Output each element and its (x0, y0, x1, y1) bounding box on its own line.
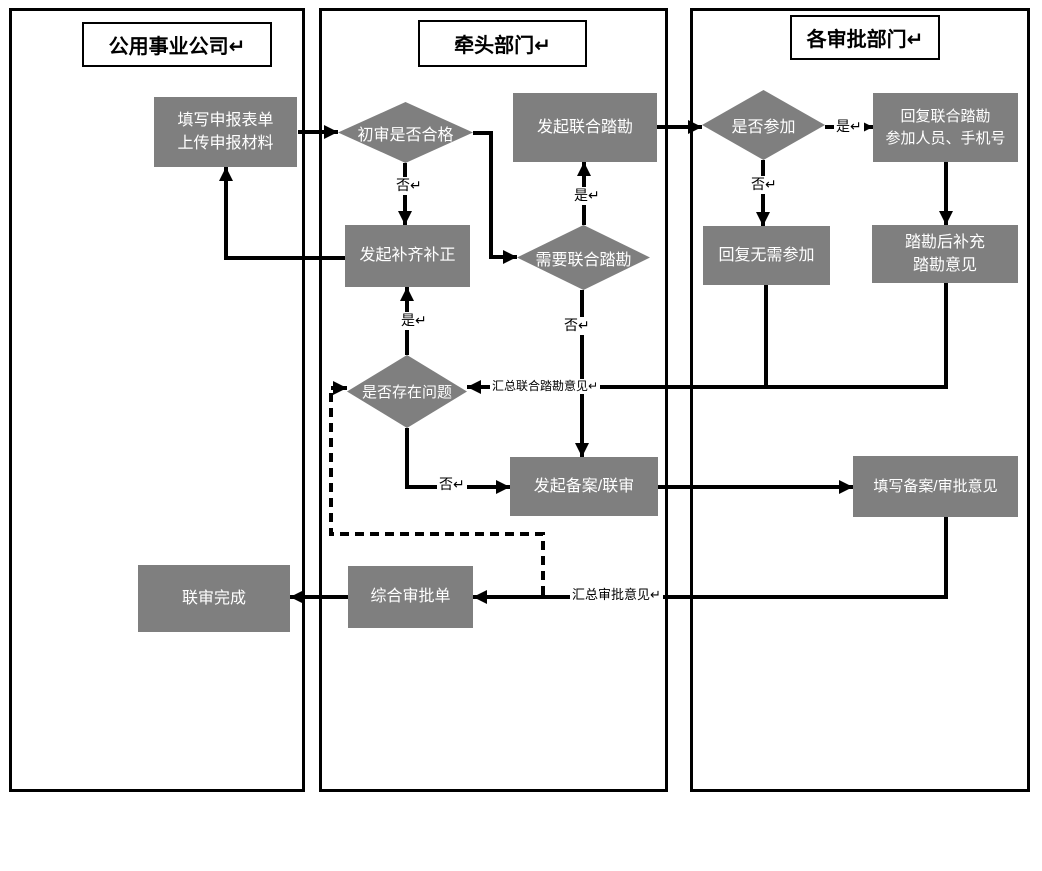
edge-label-summary-approval: 汇总审批意见↵ (570, 587, 663, 604)
node-fill-filing-approval-opinion: 填写备案/审批意见 (853, 456, 1018, 517)
edge-label-yes-need-survey: 是↵ (572, 187, 602, 205)
edge-label-summary-joint-survey: 汇总联合踏勘意见↵ (490, 379, 601, 394)
lane-title-lead-department: 牵头部门↵ (418, 20, 587, 67)
edge-label-no-participate: 否↵ (749, 176, 779, 194)
edge-label-no-initial-review: 否↵ (394, 177, 424, 195)
node-comprehensive-approval-form: 综合审批单 (348, 566, 473, 628)
node-initiate-joint-survey: 发起联合踏勘 (513, 93, 657, 162)
lane-title-approval-departments: 各审批部门↵ (790, 15, 940, 60)
node-fill-declaration-form: 填写申报表单 上传申报材料 (154, 97, 297, 167)
edge-label-no-has-problem: 否↵ (437, 476, 467, 494)
lane-title-utility-company: 公用事业公司↵ (82, 22, 272, 67)
node-joint-review-complete: 联审完成 (138, 565, 290, 632)
node-initiate-filing-joint-review: 发起备案/联审 (510, 457, 658, 516)
edge-summary-survey-to-problems (467, 283, 948, 394)
edge-label-yes-participate: 是↵ (834, 118, 864, 136)
node-reply-no-need: 回复无需参加 (703, 226, 830, 285)
edge-dashed-feedback (329, 390, 545, 595)
node-supplement-survey-opinion: 踏勘后补充 踏勘意见 (872, 225, 1018, 283)
edge-initial-review-to-need-survey (473, 131, 517, 264)
edge-label-yes-has-problem: 是↵ (399, 312, 429, 330)
node-initiate-supplement-correction: 发起补齐补正 (345, 225, 470, 287)
edge-label-no-need-survey: 否↵ (562, 317, 592, 335)
edge-correction-to-form (219, 167, 345, 260)
edge-problems-no (405, 428, 510, 494)
node-reply-joint-survey-contact: 回复联合踏勘 参加人员、手机号 (873, 93, 1018, 162)
